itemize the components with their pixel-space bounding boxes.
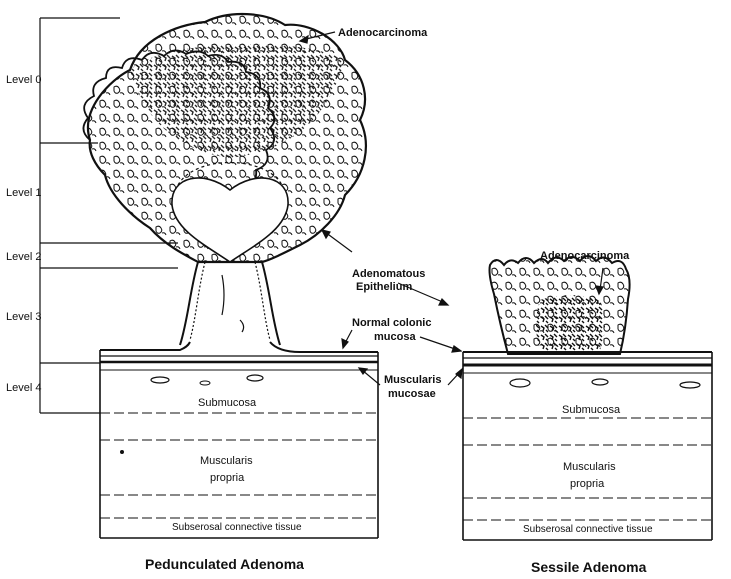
submucosa-right-label: Submucosa: [562, 404, 620, 416]
muscularis-mucosae-label-2: mucosae: [388, 388, 436, 400]
adenomatous-label-2: Epithelium: [356, 281, 412, 293]
adenomatous-label-1: Adenomatous: [352, 268, 425, 280]
level-1-label: Level 1: [6, 187, 41, 199]
muscularis-propria-right-1: Muscularis: [563, 461, 616, 473]
adenocarcinoma-sessile-label: Adenocarcinoma: [540, 250, 629, 262]
muscularis-propria-left-1: Muscularis: [200, 455, 253, 467]
level-2-label: Level 2: [6, 251, 41, 263]
muscularis-propria-right-2: propria: [570, 478, 604, 490]
sessile-caption: Sessile Adenoma: [531, 559, 646, 575]
normal-mucosa-label-2: mucosa: [374, 331, 416, 343]
muscularis-mucosae-label-1: Muscularis: [384, 374, 441, 386]
submucosa-left-label: Submucosa: [198, 397, 256, 409]
pedunculated-caption: Pedunculated Adenoma: [145, 556, 304, 572]
level-4-label: Level 4: [6, 382, 41, 394]
sessile-adenoma: [463, 256, 712, 540]
muscularis-propria-left-2: propria: [210, 472, 244, 484]
pedunculated-wall: [100, 342, 378, 538]
level-0-label: Level 0: [6, 74, 41, 86]
subserosal-right-label: Subserosal connective tissue: [523, 524, 653, 536]
level-3-label: Level 3: [6, 311, 41, 323]
subserosal-left-label: Subserosal connective tissue: [172, 522, 302, 534]
stalk: [180, 262, 280, 345]
pedunculated-head: [83, 14, 365, 262]
normal-mucosa-label-1: Normal colonic: [352, 317, 431, 329]
adenocarcinoma-top-label: Adenocarcinoma: [338, 27, 427, 39]
